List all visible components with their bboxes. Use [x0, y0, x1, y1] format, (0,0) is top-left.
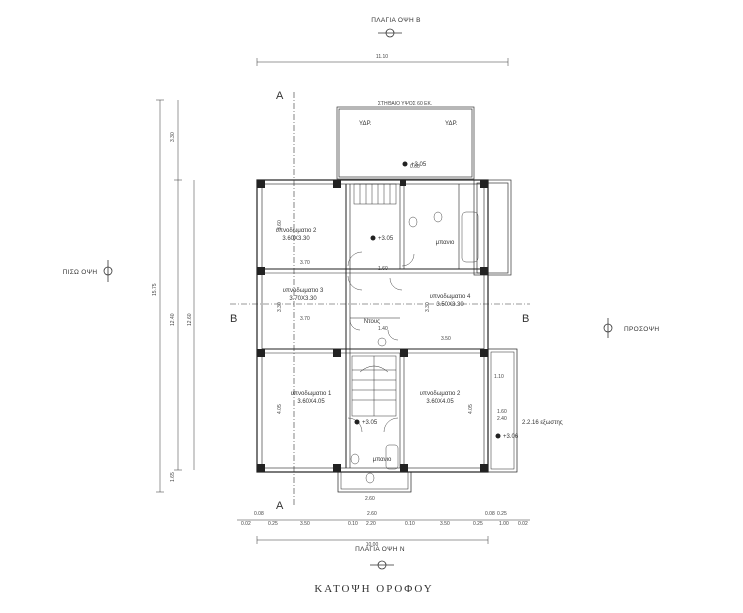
dim-b1: 0.25	[268, 521, 278, 527]
plan-title: ΚΑΤΟΨΗ ΟΡΟΦΟΥ	[314, 583, 433, 595]
dim-b5: 0.10	[405, 521, 415, 527]
section-a-top: A	[276, 90, 284, 102]
dim-b2: 3.50	[300, 521, 310, 527]
dimension-lines	[156, 58, 530, 544]
room-bed2-bottom: υπνοδωματιο 2	[420, 391, 461, 397]
dim-b9: 0.02	[518, 521, 528, 527]
columns	[257, 180, 488, 472]
dim-b6: 3.50	[440, 521, 450, 527]
dim-bt0: 0.08	[254, 511, 264, 517]
section-a-bottom: A	[276, 500, 284, 512]
bottom-dim-row: 0.02 0.25 3.50 0.10 2.20 0.10 3.50 0.25 …	[241, 511, 528, 527]
room-bed2-bottom-size: 3.60Χ4.05	[426, 399, 454, 405]
room-bed3-size: 3.70Χ3.30	[289, 296, 317, 302]
dim-left-d: 1.65	[170, 472, 176, 482]
right-view-label: ΠΡΟΣΟΨΗ	[624, 326, 659, 333]
dim-b8: 1.00	[499, 521, 509, 527]
tank-label-1: ΥΔΡ.	[359, 121, 372, 127]
dim-0-60: 0.60	[410, 164, 420, 170]
section-lines	[230, 92, 530, 505]
section-b-right: B	[522, 313, 529, 325]
room-bed3: υπνοδωματιο 3	[283, 288, 324, 294]
level-markers	[354, 161, 501, 439]
bottom-view-marker-icon	[370, 560, 394, 570]
dim-b0: 0.02	[241, 521, 251, 527]
dim-bt1: 2.60	[367, 511, 377, 517]
building-walls	[256, 179, 518, 493]
balcony-note: 2.2.16 εξωστης	[522, 420, 563, 426]
inner-w2: 3.70	[300, 316, 310, 322]
level-4: +3.06	[503, 434, 519, 440]
dim-b3: 0.10	[348, 521, 358, 527]
dim-wc-w: 1.40	[378, 326, 388, 332]
room-wc: Ντους	[364, 319, 380, 325]
dim-2-60: 2.60	[365, 496, 375, 502]
roof-note: ΣΤΗΘΑΙΟ ΥΨΟΣ 60 ΕΚ.	[378, 101, 432, 107]
dim-1-60: 1.60	[497, 409, 507, 415]
dim-bt2: 0.08	[485, 511, 495, 517]
dim-b4: 2.20	[366, 521, 376, 527]
level-1: +3.05	[411, 162, 427, 168]
inner-w1: 3.70	[300, 260, 310, 266]
dim-left-b: 12.60	[187, 313, 193, 326]
inner-1-60: 1.60	[378, 266, 388, 272]
inner-w3: 3.50	[441, 336, 451, 342]
top-view-marker-icon	[378, 28, 402, 38]
dim-b7: 0.25	[473, 521, 483, 527]
roof-terrace	[336, 106, 512, 276]
dim-bottom-total: 10.00	[366, 542, 379, 548]
room-bed1-size: 3.60Χ4.05	[297, 399, 325, 405]
dim-1-10: 1.10	[494, 374, 504, 380]
section-b-left: B	[230, 313, 237, 325]
left-view-marker-icon	[103, 260, 113, 282]
tank-label-2: ΥΔΡ.	[445, 121, 458, 127]
right-view-marker-icon	[603, 318, 613, 338]
room-bath-bottom: μπανιο	[373, 457, 392, 463]
level-3: +3.05	[362, 420, 378, 426]
top-view-label: ΠΛΑΓΙΑ ΟΨΗ Β	[371, 17, 420, 24]
dim-left-a: 12.40	[170, 313, 176, 326]
dim-bt3: 0.25	[497, 511, 507, 517]
room-bed2-top: υπνοδωματιο 2	[276, 228, 317, 234]
left-view-label: ΠΙΣΩ ΟΨΗ	[63, 269, 98, 276]
inner-h5: 4.05	[468, 404, 474, 414]
staircase	[351, 183, 397, 417]
room-bed4-size: 3.50Χ3.30	[436, 302, 464, 308]
room-bath-top: μπανιο	[436, 240, 455, 246]
dim-2-40: 2.40	[497, 416, 507, 422]
room-bed4: υπνοδωματιο 4	[430, 294, 471, 300]
inner-h3: 4.05	[277, 404, 283, 414]
inner-h2: 3.30	[277, 302, 283, 312]
inner-h1: 3.60	[277, 220, 283, 230]
dim-left-total: 15.75	[152, 283, 158, 296]
sanitary-fixtures	[350, 211, 479, 484]
room-bed1: υπνοδωματιο 1	[291, 391, 332, 397]
dim-left-c: 3.30	[170, 132, 176, 142]
bottom-view-label: ΠΛΑΓΙΑ ΟΨΗ Ν	[355, 546, 405, 553]
level-2: +3.05	[378, 236, 394, 242]
inner-h4: 3.30	[425, 302, 431, 312]
room-bed2-top-size: 3.60Χ3.30	[282, 236, 310, 242]
dim-top-total: 11.10	[376, 54, 388, 60]
